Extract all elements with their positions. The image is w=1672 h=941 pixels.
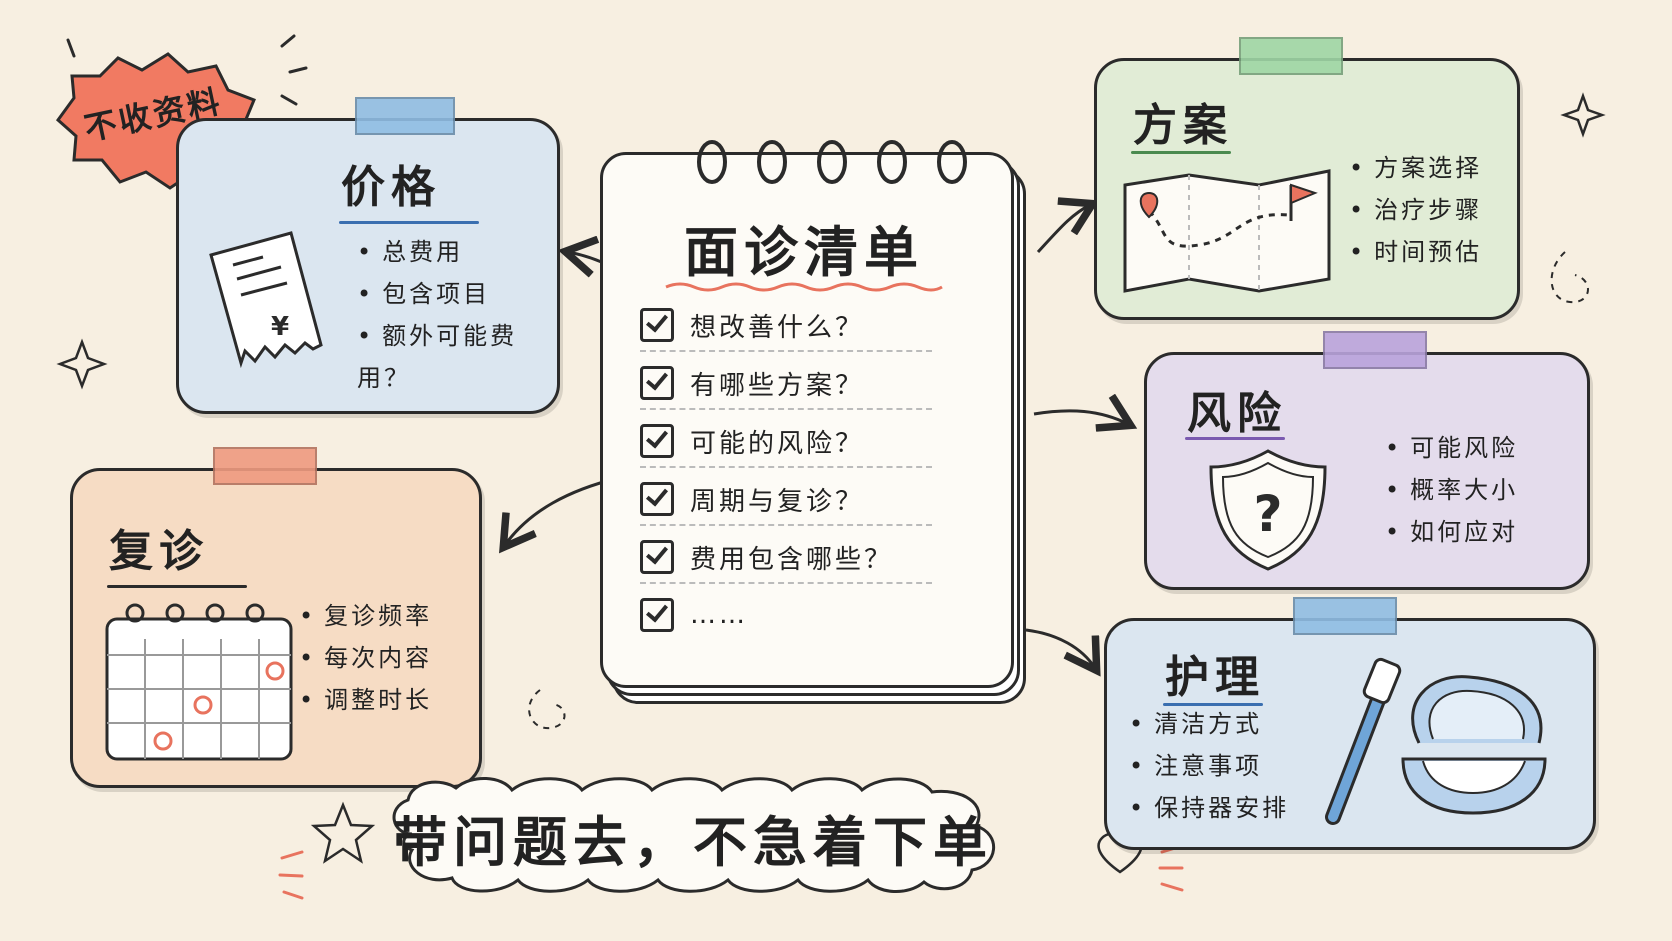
arrow-icon [1036,205,1090,254]
list-item: 额外可能费用？ [357,315,557,392]
list-item: 可能风险 [1385,427,1518,469]
tape-decoration [1239,37,1343,75]
list-item: 注意事项 [1129,745,1289,787]
price-card: 价格 ¥ 总费用 包含项目 额外可能费用？ [176,97,560,414]
list-item: 方案选择 [1349,147,1482,189]
list-item: 每次内容 [299,637,432,679]
shield-symbol: ? [1253,485,1282,543]
list-item: 调整时长 [299,679,432,721]
toothbrush-icon [1325,657,1402,825]
checkbox-icon[interactable] [640,366,674,400]
receipt-icon: ¥ [209,231,323,369]
checkbox-icon[interactable] [640,482,674,516]
notepad-title: 面诊清单 [684,221,924,284]
plan-list: 方案选择 治疗步骤 时间预估 [1349,147,1482,273]
list-item: 治疗步骤 [1349,189,1482,231]
list-item: 总费用 [357,231,557,273]
tape-decoration [213,447,317,485]
shield-icon: ? [1209,449,1327,571]
receipt-symbol: ¥ [271,312,289,342]
list-item: 时间预估 [1349,231,1482,273]
risk-list: 可能风险 概率大小 如何应对 [1385,427,1518,553]
checkbox-icon[interactable] [640,424,674,458]
map-icon [1123,169,1331,293]
binder-rings-icon [697,140,967,184]
checklist-item[interactable]: 有哪些方案？ [640,358,932,410]
list-item: 包含项目 [357,273,557,315]
checklist-item[interactable]: 想改善什么？ [640,300,932,352]
care-card: 护理 清洁方式 注意事项 保持器安排 [1104,597,1596,850]
calendar-icon [105,603,293,761]
slogan-text: 带问题去，不急着下单 [393,811,993,874]
followup-card: 复诊 复诊频率 每次内容 调整时长 [70,447,482,788]
wavy-underline [665,282,943,292]
checkbox-icon[interactable] [640,598,674,632]
care-list: 清洁方式 注意事项 保持器安排 [1129,703,1289,829]
list-item: 复诊频率 [299,595,432,637]
cloud-bubble-icon [392,776,995,894]
risk-card: 风险 ? 可能风险 概率大小 如何应对 [1144,331,1590,590]
list-item: 概率大小 [1385,469,1518,511]
list-item: 如何应对 [1385,511,1518,553]
checkbox-icon[interactable] [640,308,674,342]
care-title: 护理 [1165,652,1265,703]
checklist-item[interactable]: 可能的风险？ [640,416,932,468]
price-list: 总费用 包含项目 额外可能费用？ [357,231,557,392]
tape-decoration [1293,597,1397,635]
arrow-icon [1033,411,1128,424]
plan-title: 方案 [1133,100,1233,151]
arrow-icon [1025,628,1095,668]
price-title: 价格 [341,162,441,213]
risk-title: 风险 [1187,388,1287,439]
sparkle-icon [56,338,108,390]
checkbox-icon[interactable] [640,540,674,574]
checklist-item[interactable]: …… [640,590,932,640]
list-item: 保持器安排 [1129,787,1289,829]
tape-decoration [355,97,455,135]
checklist-item[interactable]: 费用包含哪些？ [640,532,932,584]
slogan-cloud: 带问题去，不急着下单 [372,770,1014,898]
sparkle-icon [1560,92,1606,138]
checklist-item[interactable]: 周期与复诊？ [640,474,932,526]
followup-list: 复诊频率 每次内容 调整时长 [299,595,432,721]
list-item: 清洁方式 [1129,703,1289,745]
followup-title: 复诊 [109,526,209,577]
retainer-case-icon [1401,675,1547,815]
plan-card: 方案 方案选择 治疗步骤 时间预估 [1094,37,1520,320]
star-icon [310,801,376,864]
tape-decoration [1323,331,1427,369]
notepad: 面诊清单 想改善什么？ 有哪些方案？ 可能的风险？ 周期与复诊？ 费用包含哪些？… [600,140,1030,710]
